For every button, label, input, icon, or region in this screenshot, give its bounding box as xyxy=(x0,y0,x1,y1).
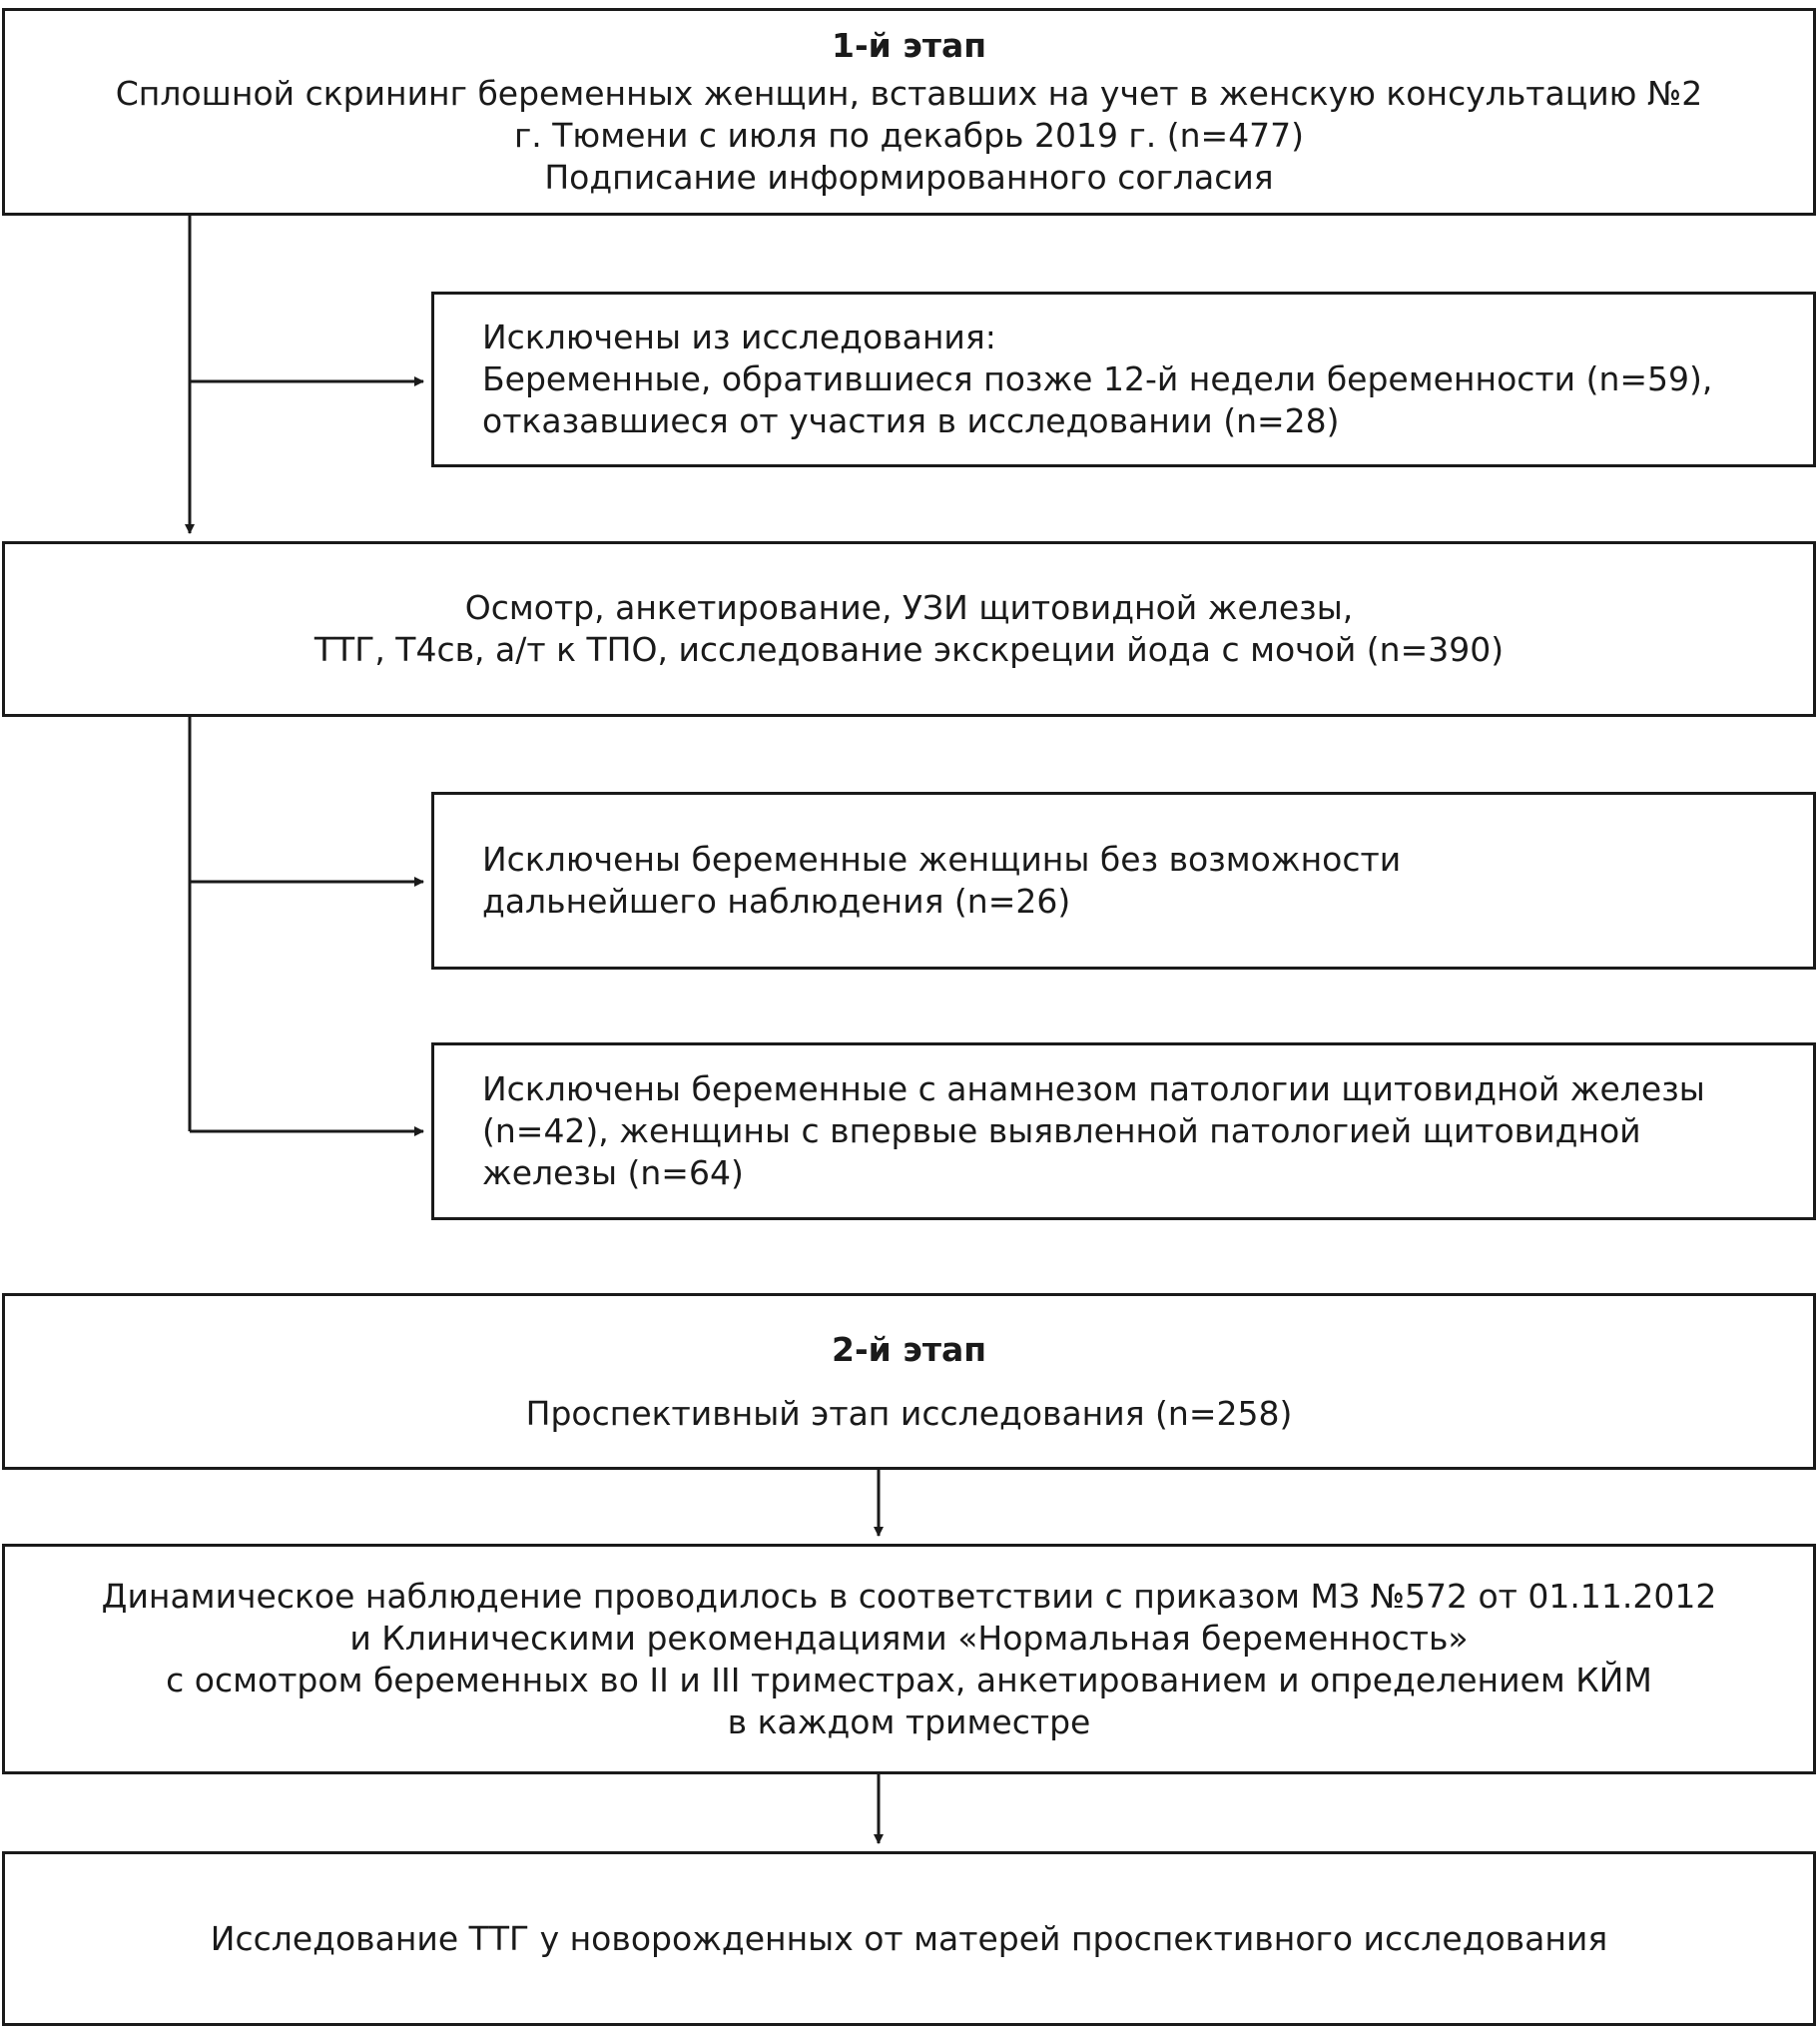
excluded-1-line: отказавшиеся от участия в исследовании (… xyxy=(482,401,1340,440)
stage1-box: 1-й этап Сплошной скрининг беременных же… xyxy=(2,8,1816,216)
stage1-heading: 1-й этап xyxy=(831,26,987,65)
monitoring-line: с осмотром беременных во II и III тримес… xyxy=(166,1660,1652,1699)
excluded-2-line: дальнейшего наблюдения (n=26) xyxy=(482,882,1071,921)
excluded-3-line: (n=42), женщины с впервые выявленной пат… xyxy=(482,1111,1641,1150)
stage2-box: 2-й этап Проспективный этап исследования… xyxy=(2,1293,1816,1470)
excluded-3-line: Исключены беременные с анамнезом патолог… xyxy=(482,1069,1705,1108)
excluded-2-line: Исключены беременные женщины без возможн… xyxy=(482,840,1402,879)
monitoring-line: Динамическое наблюдение проводилось в со… xyxy=(101,1576,1717,1616)
monitoring-line: и Клиническими рекомендациями «Нормальна… xyxy=(349,1618,1469,1658)
examination-box: Осмотр, анкетирование, УЗИ щитовидной же… xyxy=(2,541,1816,717)
examination-line: Осмотр, анкетирование, УЗИ щитовидной же… xyxy=(464,588,1354,627)
stage1-line: г. Тюмени с июля по декабрь 2019 г. (n=4… xyxy=(513,116,1305,155)
excluded-1-line: Беременные, обратившиеся позже 12-й неде… xyxy=(482,359,1713,398)
stage1-line: Сплошной скрининг беременных женщин, вст… xyxy=(115,74,1703,113)
excluded-1-line: Исключены из исследования: xyxy=(482,318,996,356)
stage1-line: Подписание информированного согласия xyxy=(544,158,1274,197)
examination-line: ТТГ, Т4св, а/т к ТПО, исследование экскр… xyxy=(313,630,1505,669)
newborn-line: Исследование ТТГ у новорожденных от мате… xyxy=(210,1918,1608,1958)
excluded-3-line: железы (n=64) xyxy=(482,1153,744,1192)
newborn-box: Исследование ТТГ у новорожденных от мате… xyxy=(2,1851,1816,2026)
stage2-heading: 2-й этап xyxy=(831,1329,987,1369)
excluded-box-1: Исключены из исследования: Беременные, о… xyxy=(431,292,1816,467)
stage2-line: Проспективный этап исследования (n=258) xyxy=(525,1393,1293,1433)
monitoring-line: в каждом триместре xyxy=(727,1701,1091,1741)
excluded-box-2: Исключены беременные женщины без возможн… xyxy=(431,792,1816,970)
excluded-box-3: Исключены беременные с анамнезом патолог… xyxy=(431,1042,1816,1220)
monitoring-box: Динамическое наблюдение проводилось в со… xyxy=(2,1544,1816,1774)
